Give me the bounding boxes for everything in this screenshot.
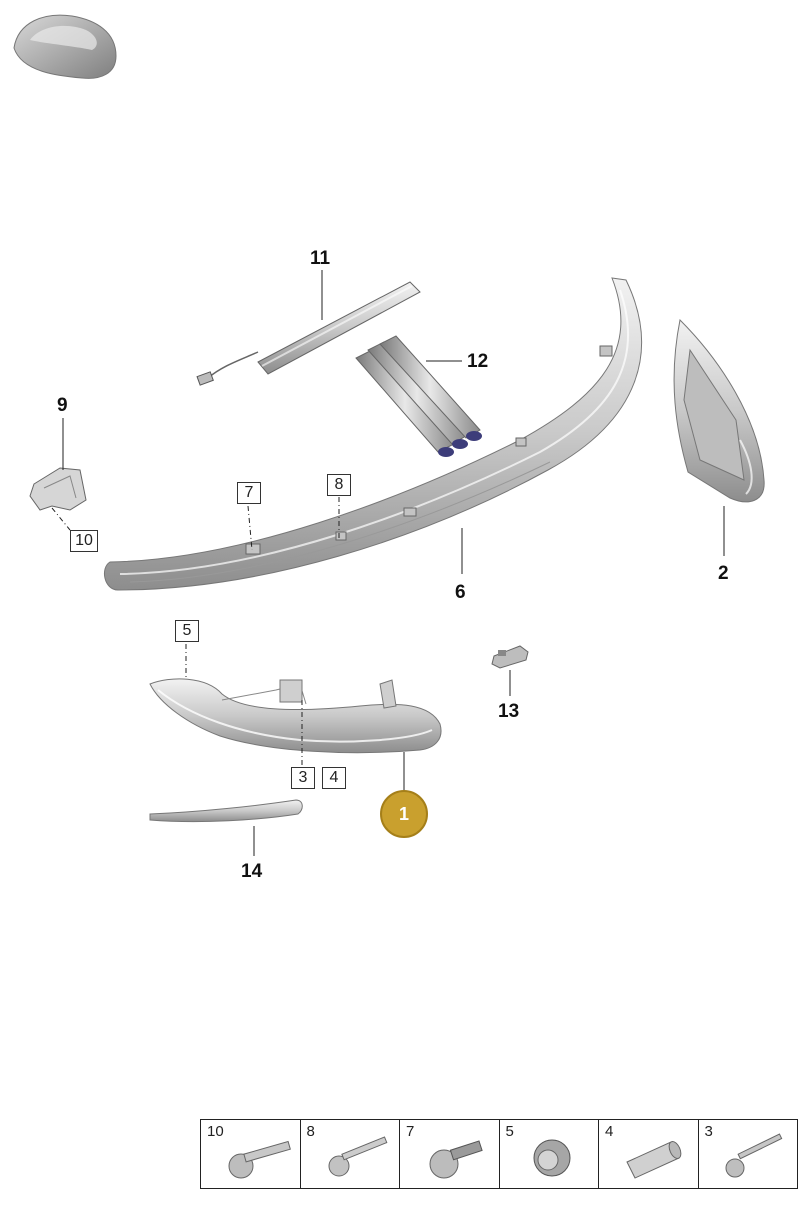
rear-light-bar-part[interactable] — [103, 277, 643, 591]
selected-part-badge[interactable]: 1 — [380, 790, 428, 838]
boxed-ref-7[interactable]: 7 — [237, 482, 261, 504]
leader-line-b7 — [247, 505, 253, 551]
callout-14[interactable]: 14 — [241, 861, 263, 882]
clip-part[interactable] — [491, 645, 529, 669]
hardware-number: 7 — [406, 1123, 415, 1140]
hardware-number: 8 — [306, 1123, 315, 1140]
boxed-ref-10[interactable]: 10 — [70, 530, 98, 552]
hardware-cell-10[interactable]: 10 — [201, 1120, 301, 1188]
hardware-number: 3 — [704, 1123, 713, 1140]
screw-icon — [725, 1133, 782, 1178]
bolt-flange-head-icon — [328, 1136, 387, 1177]
callout-11[interactable]: 11 — [310, 248, 331, 269]
callout-6[interactable]: 6 — [455, 582, 466, 603]
bracket-part[interactable] — [29, 467, 87, 511]
boxed-ref-5[interactable]: 5 — [175, 620, 199, 642]
hardware-cell-7[interactable]: 7 — [400, 1120, 500, 1188]
callout-9[interactable]: 9 — [57, 395, 68, 416]
grommet-icon — [533, 1139, 570, 1177]
spacer-sleeve-icon — [626, 1141, 682, 1179]
bolt-washer-head-icon — [228, 1140, 291, 1179]
trim-strip-part[interactable] — [149, 799, 303, 823]
tail-light-lens-part[interactable] — [149, 678, 442, 754]
brake-light-strip-part[interactable] — [196, 281, 421, 386]
side-tail-light-part[interactable] — [673, 318, 765, 503]
hardware-cell-3[interactable]: 3 — [699, 1120, 798, 1188]
car-silhouette-icon[interactable] — [13, 14, 117, 79]
hardware-cell-4[interactable]: 4 — [599, 1120, 699, 1188]
hardware-table: 10 8 7 5 4 3 — [200, 1119, 798, 1189]
light-guide-tubes-part[interactable] — [355, 335, 482, 457]
callout-13[interactable]: 13 — [498, 701, 520, 722]
expanding-rivet-icon — [429, 1140, 483, 1179]
callout-12[interactable]: 12 — [467, 351, 489, 372]
hardware-number: 5 — [505, 1123, 514, 1140]
boxed-ref-8[interactable]: 8 — [327, 474, 351, 496]
hardware-cell-8[interactable]: 8 — [301, 1120, 400, 1188]
hardware-number: 10 — [207, 1123, 224, 1140]
callout-2[interactable]: 2 — [718, 563, 729, 584]
hardware-number: 4 — [605, 1123, 614, 1140]
hardware-cell-5[interactable]: 5 — [500, 1120, 599, 1188]
leader-line-b10 — [51, 507, 71, 531]
boxed-ref-3[interactable]: 3 — [291, 767, 315, 789]
boxed-ref-4[interactable]: 4 — [322, 767, 346, 789]
